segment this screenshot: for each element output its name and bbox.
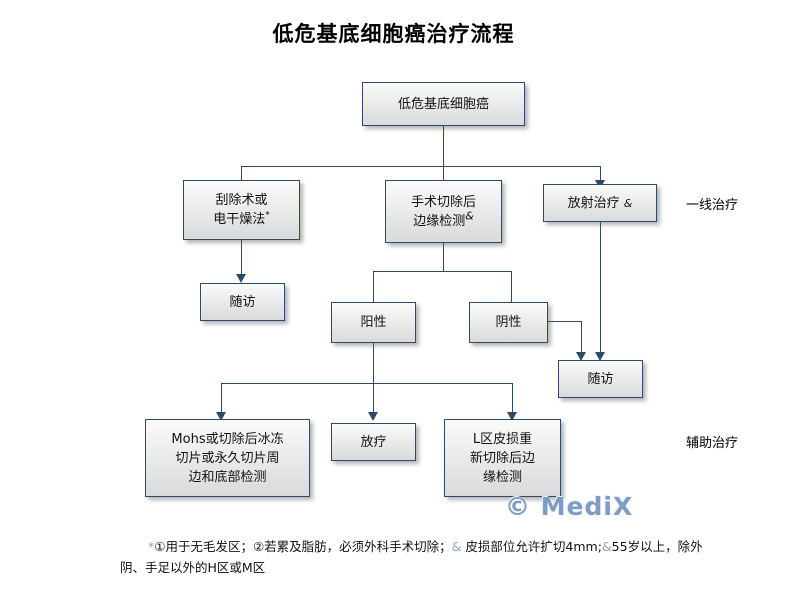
connector-positive-stem <box>373 343 374 383</box>
connector-to-positive <box>373 271 374 302</box>
node-positive[interactable]: 阳性 <box>331 302 416 343</box>
connector-to-excision <box>443 166 444 180</box>
node-followup-right[interactable]: 随访 <box>558 360 643 398</box>
node-followup-left[interactable]: 随访 <box>200 283 285 321</box>
connector-root-stem <box>443 126 444 166</box>
page-title: 低危基底细胞癌治疗流程 <box>272 22 515 46</box>
node-root[interactable]: 低危基底细胞癌 <box>362 82 525 126</box>
stage-label-adjuvant: 辅助治疗 <box>686 436 739 451</box>
node-curettage[interactable]: 刮除术或 电干燥法* <box>183 180 300 240</box>
footnote-marker-ampersand-radiation: & <box>623 196 633 210</box>
node-negative[interactable]: 阴性 <box>469 302 548 343</box>
connector-excision-stem <box>443 243 444 271</box>
connector-to-curettage <box>241 166 242 180</box>
connector-excision-bar <box>373 271 512 272</box>
node-reexcision[interactable]: L区皮损重 新切除后边 缘检测 <box>444 419 561 497</box>
footnote-mark-2: & <box>451 539 462 554</box>
connector-negative-elbow-h <box>548 321 581 322</box>
node-excision[interactable]: 手术切除后 边缘检测& <box>385 180 502 243</box>
arrow-to-reexcision <box>507 412 517 421</box>
node-reexcision-label: L区皮损重 新切除后边 缘检测 <box>469 431 535 485</box>
footnote-text-2: 皮损部位允许扩切4mm; <box>461 539 602 554</box>
node-mohs[interactable]: Mohs或切除后冰冻 切片或永久切片周 边和底部检测 <box>145 419 310 497</box>
footnote: *①用于无毛发区；②若累及脂肪，必须外科手术切除；& 皮损部位允许扩切4mm;&… <box>120 536 780 578</box>
connector-radiation-to-followup <box>600 222 601 354</box>
footnote-marker-asterisk: * <box>265 210 270 221</box>
arrow-curettage-to-followup <box>236 274 246 283</box>
connector-curettage-to-followup <box>241 240 242 278</box>
node-positive-label: 阳性 <box>360 315 387 330</box>
stage-label-first-line: 一线治疗 <box>686 198 739 213</box>
node-root-label: 低危基底细胞癌 <box>397 96 489 112</box>
footnote-marker-ampersand: & <box>465 209 474 223</box>
footnote-text-1: ①用于无毛发区；②若累及脂肪，必须外科手术切除； <box>154 539 452 554</box>
connector-to-radiation <box>600 166 601 180</box>
node-negative-label: 阴性 <box>495 315 522 330</box>
node-radiation[interactable]: 放射治疗 & <box>543 184 657 222</box>
arrow-radiation-to-followup <box>595 352 605 361</box>
connector-to-radiotherapy <box>373 383 374 415</box>
node-curettage-label: 刮除术或 电干燥法* <box>213 193 270 227</box>
node-followup-right-label: 随访 <box>587 371 614 387</box>
node-radiotherapy-label: 放疗 <box>360 434 387 450</box>
connector-root-bar <box>241 166 600 167</box>
connector-to-mohs <box>221 383 222 415</box>
connector-to-reexcision <box>512 383 513 415</box>
arrow-negative-to-followup <box>576 352 586 361</box>
watermark: © MediX <box>505 492 634 521</box>
node-followup-left-label: 随访 <box>229 294 256 310</box>
arrow-to-radiotherapy <box>368 412 378 421</box>
footnote-mark-1: * <box>148 539 155 554</box>
node-radiation-label: 放射治疗 & <box>567 195 633 211</box>
arrow-to-mohs <box>216 412 226 421</box>
footnote-text-3: 55岁以上，除外 <box>611 539 703 554</box>
connector-negative-elbow-v <box>581 321 582 354</box>
node-radiotherapy[interactable]: 放疗 <box>331 423 416 461</box>
connector-positive-bar <box>221 383 512 384</box>
connector-to-negative <box>511 271 512 302</box>
node-excision-label: 手术切除后 边缘检测& <box>410 194 476 229</box>
footnote-mark-3: & <box>601 539 612 554</box>
footnote-text-4: 阴、手足以外的H区或M区 <box>120 560 266 575</box>
node-mohs-label: Mohs或切除后冰冻 切片或永久切片周 边和底部检测 <box>171 431 284 485</box>
